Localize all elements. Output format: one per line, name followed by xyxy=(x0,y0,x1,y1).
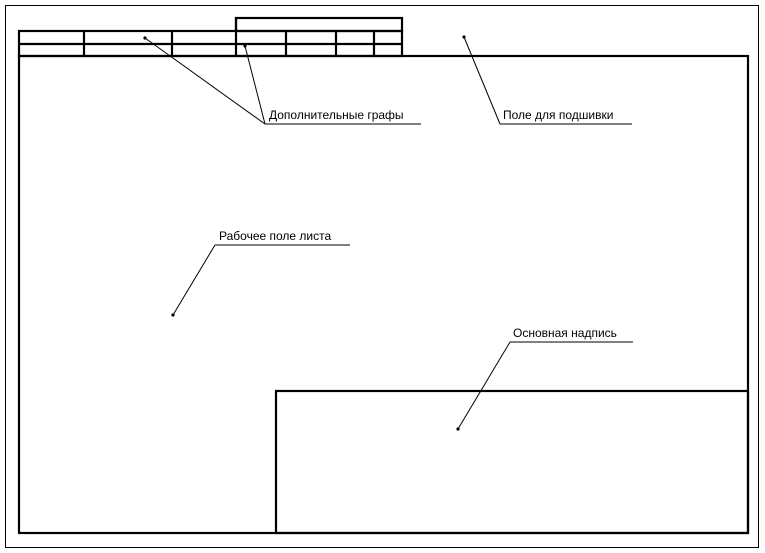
leader-title-block xyxy=(456,341,633,431)
label-additional-columns: Дополнительные графы xyxy=(269,108,404,122)
title-block xyxy=(274,389,750,535)
label-binding-margin: Поле для подшивки xyxy=(503,108,613,122)
label-title-block: Основная надпись xyxy=(513,326,617,340)
leader-binding-margin xyxy=(462,35,632,125)
sheet-outer-border xyxy=(5,5,759,548)
label-work-area: Рабочее поле листа xyxy=(219,229,331,243)
leader-work-area xyxy=(171,244,350,317)
leader-additional-columns xyxy=(143,36,421,125)
additional-columns-table xyxy=(17,16,404,58)
work-area-frame xyxy=(17,54,750,535)
